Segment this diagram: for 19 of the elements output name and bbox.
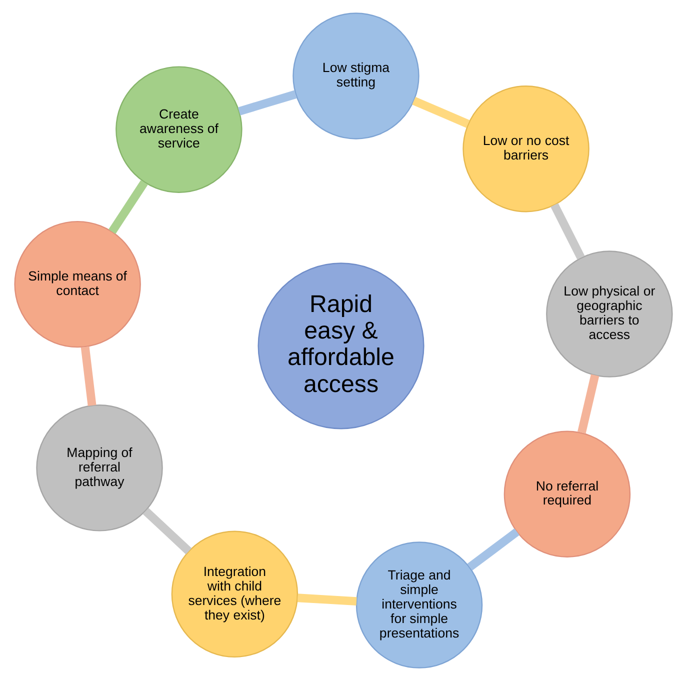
node-circle: Simple means of contact (14, 220, 141, 348)
node-circle: Low physical or geographic barriers to access (546, 250, 673, 378)
node-circle: Integration with child services (where they exist) (171, 530, 298, 658)
connector (578, 374, 600, 434)
connector (297, 594, 357, 606)
node-circle: Rapid easy & affordable access (258, 262, 424, 430)
node-circle: Triage and simple interventions for simple presentations (356, 542, 483, 668)
node-circle: No referral required (504, 430, 631, 558)
connector (467, 528, 520, 571)
connector (412, 96, 470, 128)
node-circle: Low stigma setting (292, 12, 420, 140)
node-circle: Low or no cost barriers (462, 86, 590, 212)
connector (108, 180, 148, 234)
node-circle: Create awareness of service (116, 66, 242, 193)
connector (550, 203, 585, 260)
node-circle: Mapping of referral pathway (36, 404, 163, 532)
connector (142, 508, 192, 554)
connector (238, 90, 297, 116)
connector (80, 346, 96, 406)
